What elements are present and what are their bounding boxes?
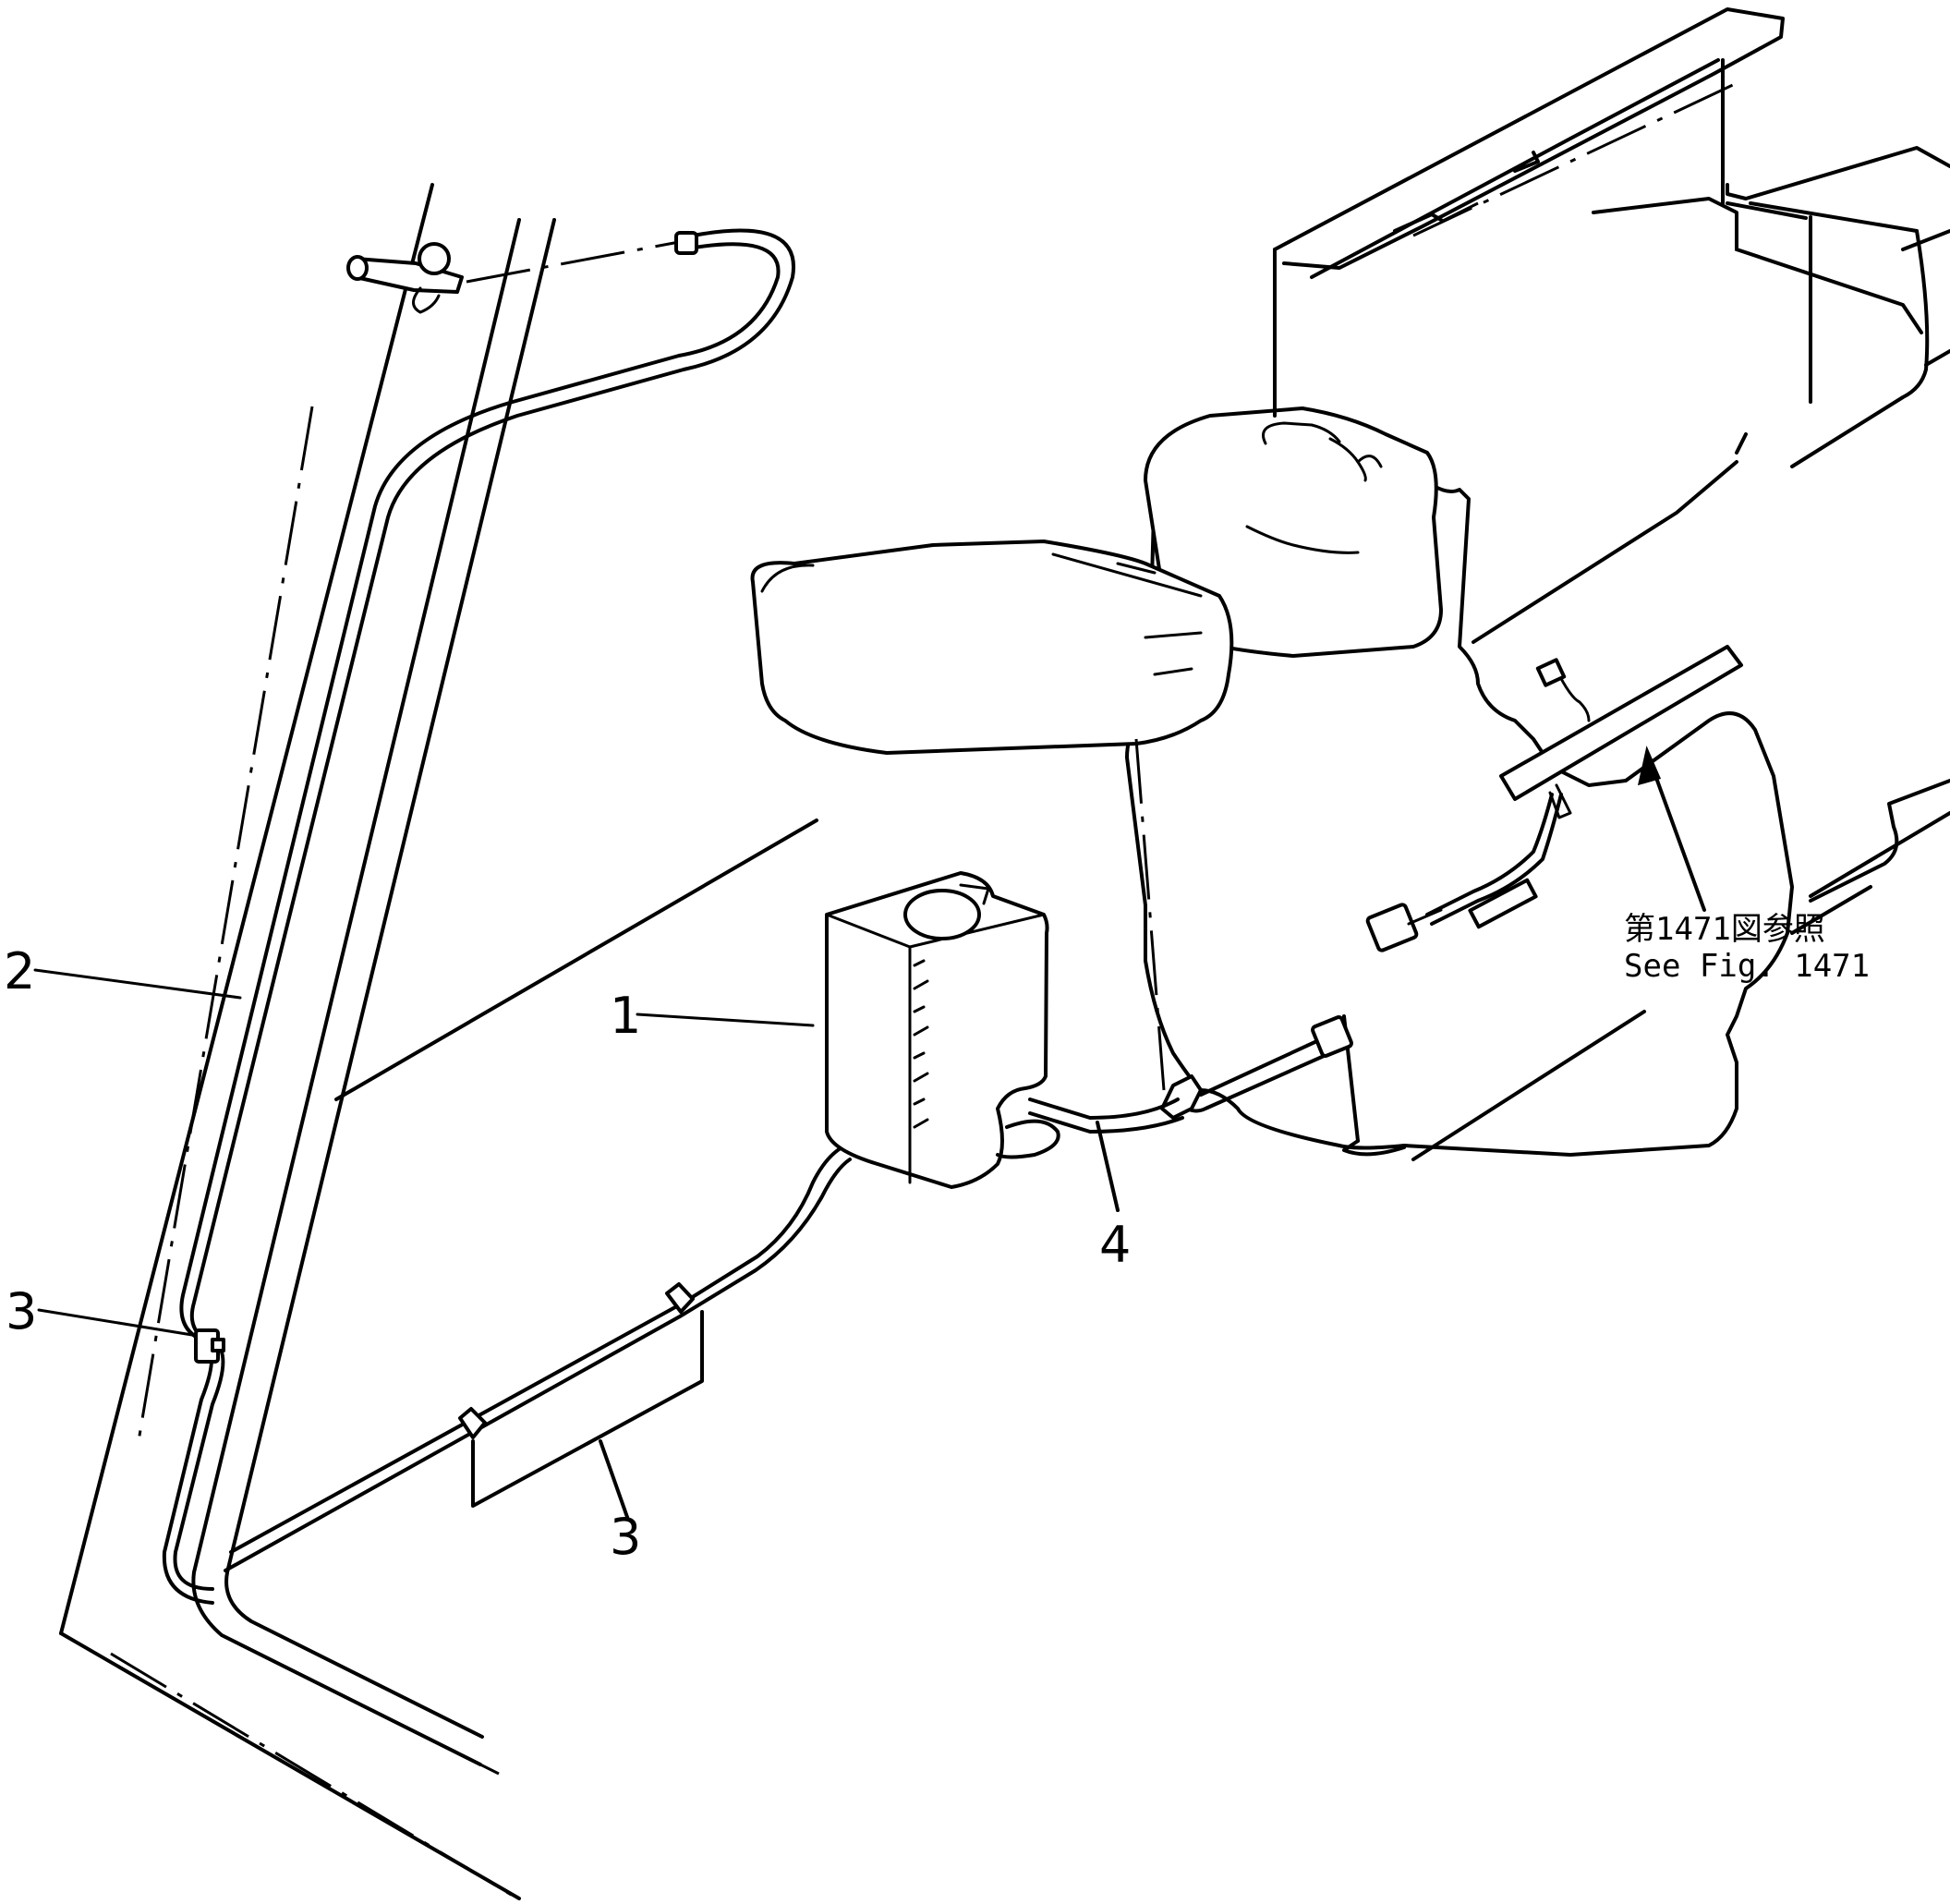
callout-2: 2 [4,942,35,1001]
window-pillar [59,183,556,1900]
reference-note-en: See Fig. 1471 [1624,948,1870,985]
callout-1: 1 [610,987,641,1045]
tank-gauge-marks [913,959,929,1129]
mounting-bracket [1499,645,1743,819]
reference-arrow [1637,746,1706,912]
callout-4: 4 [1099,1216,1131,1274]
callout-leaders [33,968,815,1337]
cab-floor-line [334,819,818,1101]
wiring-harness [1028,658,1591,1212]
washer-hose-pillar [162,228,795,1605]
cab-rear-panel [1273,7,1950,1161]
washer-nozzle [346,231,698,314]
floor-hose-clips [458,1282,704,1522]
callout-3-bottom: 3 [610,1508,641,1566]
hose-clip-pillar [194,1328,225,1364]
reference-note-jp: 第1471図参照 [1624,911,1825,948]
operator-seat [750,406,1794,1157]
callout-3-left: 3 [6,1282,37,1340]
washer-hose-floor [224,1144,852,1572]
seat-back-detail [1245,421,1383,554]
washer-tank [825,871,1060,1189]
